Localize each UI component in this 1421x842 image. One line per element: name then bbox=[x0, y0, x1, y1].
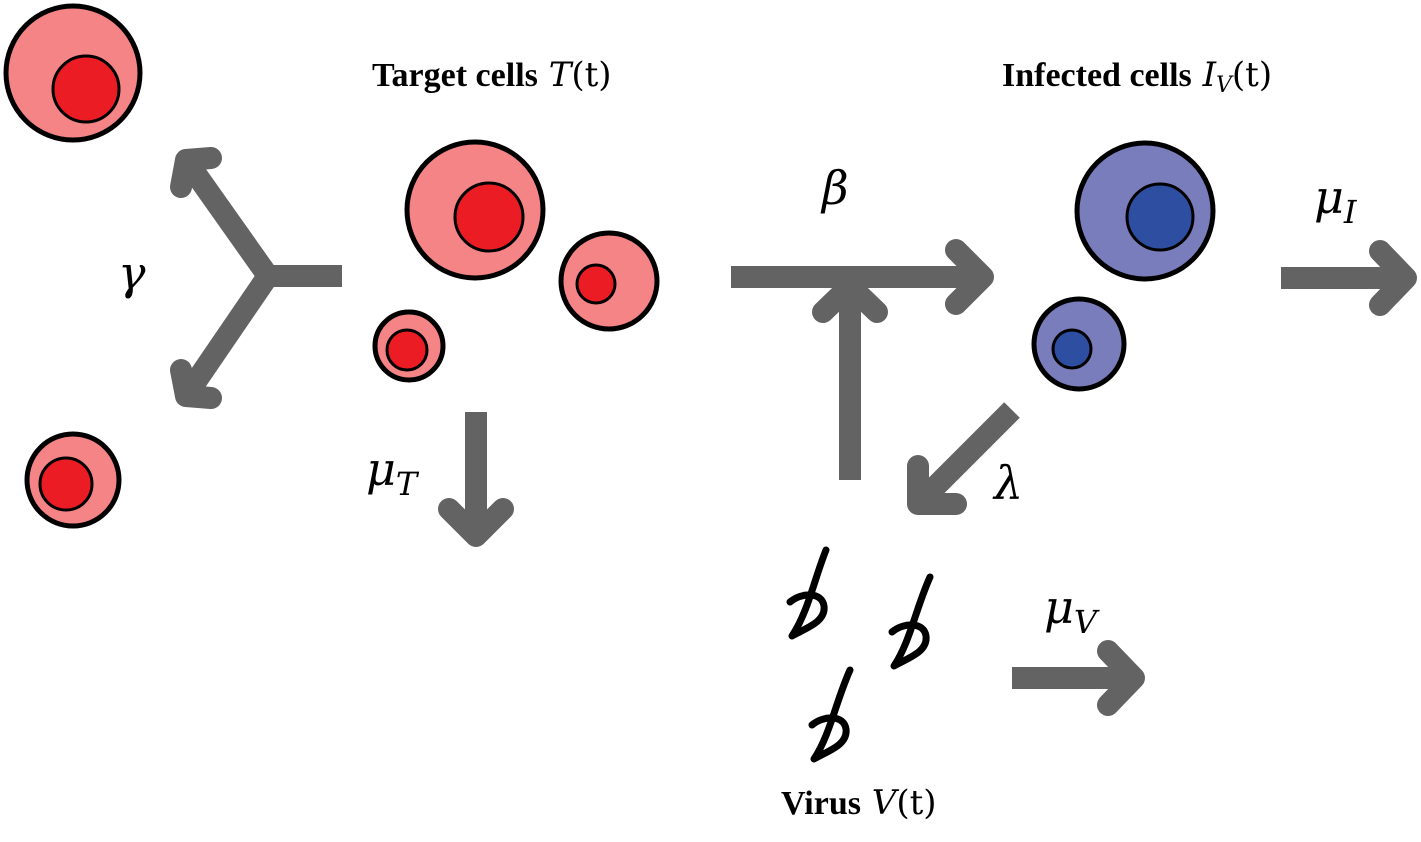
target-cells-arg: (t) bbox=[571, 55, 612, 95]
mu-i-base: μ bbox=[1314, 170, 1344, 224]
arrowhead-up-left bbox=[170, 147, 222, 198]
target-cells-symbol: T bbox=[548, 55, 572, 95]
virus-clearance-arrow bbox=[1012, 640, 1145, 716]
proliferation-branch-up bbox=[177, 153, 277, 283]
mu-v-rate-label: μV bbox=[1044, 582, 1097, 647]
infected-cells-label: Infected cells IV(t) bbox=[1002, 55, 1272, 106]
infected-cells-word: Infected cells bbox=[1002, 57, 1192, 94]
target-cells-word: Target cells bbox=[372, 57, 538, 94]
arrowhead-right-edge bbox=[1369, 240, 1417, 316]
mu-v-base: μ bbox=[1044, 580, 1074, 634]
arrowhead-up bbox=[812, 275, 888, 323]
mu-t-subscript: T bbox=[395, 465, 418, 503]
mu-t-rate-label: μT bbox=[366, 444, 417, 509]
arrowhead-down bbox=[438, 498, 514, 547]
target-cell-small bbox=[372, 309, 446, 383]
gamma-rate-label: γ bbox=[118, 246, 146, 300]
virus-feedback-arrow bbox=[812, 275, 888, 480]
arrowhead-down-left bbox=[170, 359, 222, 409]
arrowhead-down-left-diag bbox=[907, 455, 967, 515]
arrowhead-right-virus bbox=[1097, 640, 1145, 716]
arrowhead-right bbox=[945, 239, 994, 315]
infection-arrow bbox=[731, 239, 994, 315]
mu-v-subscript: V bbox=[1073, 603, 1098, 641]
virus-particle-2 bbox=[888, 573, 934, 670]
target-death-arrow bbox=[438, 412, 514, 547]
target-cells-label: Target cells T(t) bbox=[372, 55, 612, 96]
virus-particle-1 bbox=[786, 546, 830, 640]
virus-word: Virus bbox=[781, 785, 861, 822]
lambda-rate-label: λ bbox=[994, 456, 1024, 510]
virus-arg: (t) bbox=[896, 783, 937, 823]
target-cell-top-left bbox=[3, 3, 143, 143]
mu-t-base: μ bbox=[366, 442, 396, 496]
target-cell-bottom-left bbox=[24, 431, 122, 529]
virus-particles bbox=[786, 546, 934, 763]
infected-cells-arg: (t) bbox=[1231, 55, 1273, 95]
proliferation-branch-down bbox=[176, 269, 278, 403]
infected-cells-symbol: I bbox=[1202, 55, 1217, 95]
virus-symbol: V bbox=[871, 783, 897, 823]
infected-cells-subscript: V bbox=[1216, 73, 1232, 98]
infected-cell-small bbox=[1031, 296, 1127, 392]
mu-i-subscript: I bbox=[1343, 193, 1357, 231]
proliferation-arrows bbox=[170, 147, 342, 409]
infected-cell-large bbox=[1074, 140, 1216, 282]
beta-rate-label: β bbox=[822, 161, 849, 215]
virus-label: Virus V(t) bbox=[781, 783, 937, 824]
mu-i-rate-label: μI bbox=[1314, 172, 1357, 237]
virus-production-arrow bbox=[907, 402, 1020, 515]
target-cell-medium bbox=[558, 230, 660, 332]
target-cell-large bbox=[404, 139, 546, 281]
infected-death-arrow bbox=[1281, 240, 1417, 316]
virus-particle-3 bbox=[808, 666, 854, 763]
